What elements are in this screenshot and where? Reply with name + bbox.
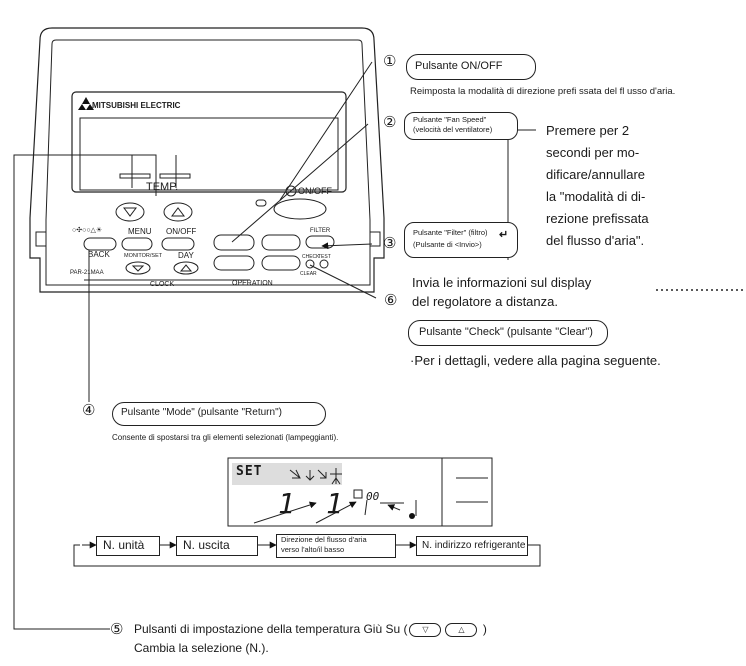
flow-box-unit: N. unità [96, 536, 160, 556]
mode-button[interactable] [83, 237, 117, 251]
callout-1-box: Pulsante ON/OFF [406, 54, 536, 80]
temp-label: TEMP. [146, 181, 179, 193]
louver-icon [353, 489, 363, 499]
callout-5-desc-pre: Pulsanti di impostazione della temperatu… [134, 622, 408, 637]
test-label: TEST [318, 254, 331, 260]
lcd-set-label: SET [236, 464, 263, 479]
enter-arrow-icon: ↵ [499, 229, 509, 241]
callout-2-number: ② [383, 114, 397, 131]
bracket-text-line: la "modalità di di- [546, 189, 646, 204]
callout-6-desc: ·Per i dettagli, vedere alla pagina segu… [410, 353, 661, 368]
callout-2-line [231, 123, 369, 243]
callout-6-title: Pulsante "Check" (pulsante "Clear") [419, 326, 593, 338]
bracket-text: Premere per 2 secondi per mo- dificare/a… [546, 120, 742, 252]
brand-label: MITSUBISHI ELECTRIC [92, 101, 181, 110]
callout-2-title-line2: (velocità del ventilatore) [413, 125, 493, 134]
callout-4-number: ④ [82, 402, 96, 419]
callout-1-title: Pulsante ON/OFF [415, 60, 503, 72]
menu-label: MENU [128, 227, 152, 236]
callout-1-number: ① [383, 53, 397, 70]
flow-box-outlet: N. uscita [176, 536, 258, 556]
onoff-large-label: ON/OFF [298, 186, 332, 196]
filter-label: FILTER [310, 228, 331, 234]
monitor-label: MONITOR/SET [124, 253, 163, 259]
lcd-digit-unit: 1 [278, 487, 295, 520]
lcd-digit-address: 00 [366, 490, 380, 503]
test-button[interactable] [319, 259, 329, 269]
down-button-icon: ▽ [409, 623, 442, 637]
callout-3-line [321, 242, 373, 250]
flow-box-outlet-label: N. uscita [183, 538, 230, 552]
callout-2-title-line1: Pulsante "Fan Speed" [413, 115, 487, 124]
operation-lamp [255, 199, 267, 207]
callout-4-desc: Consente di spostarsi tra gli elementi s… [112, 433, 339, 442]
callout-1-line [279, 61, 373, 201]
callout-3-desc-line1: Invia le informazioni sul display [412, 275, 592, 290]
callout-5-desc-line2: Cambia la selezione (N.). [134, 641, 269, 655]
louver-button[interactable] [213, 255, 255, 271]
timer-onoff-button[interactable] [161, 237, 195, 251]
callout-6-line [309, 264, 377, 299]
operation-label: OPERATION [232, 280, 273, 287]
flow-box-refrigerant: N. indirizzo refrigerante [416, 536, 528, 556]
callout-2-box: Pulsante "Fan Speed" (velocità del venti… [404, 112, 518, 140]
temp-down-button[interactable] [115, 202, 145, 222]
monitor-down-button[interactable] [125, 261, 151, 275]
day-label: DAY [178, 251, 194, 260]
flow-box-direction-line1: Direzione del flusso d'aria [281, 535, 367, 544]
lcd-display [227, 457, 493, 527]
airflow-arrow-icon [289, 469, 301, 479]
filter-button[interactable] [305, 235, 335, 249]
clock-label: CLOCK [150, 281, 175, 288]
model-label: PAR-21MAA [70, 270, 104, 276]
callout-6-number: ⑥ [384, 292, 398, 309]
flow-loop-line [73, 544, 541, 567]
airflow-button[interactable] [261, 234, 301, 251]
callout-5-number: ⑤ [110, 621, 124, 638]
check-label: CHECK [302, 254, 320, 260]
temp-up-arrow-icon [171, 207, 185, 217]
back-label: BACK [88, 250, 110, 259]
up-button-icon: △ [445, 623, 478, 637]
bracket-text-line: Premere per 2 [546, 123, 630, 138]
remote-lcd-window [79, 117, 339, 191]
callout-4-box: Pulsante "Mode" (pulsante "Return") [112, 402, 326, 426]
clear-label: CLEAR [300, 271, 317, 277]
timer-onoff-label: ON/OFF [166, 227, 197, 236]
remote-controller [29, 27, 385, 293]
callout-3-box: Pulsante "Filter" (filtro) (Pulsante di … [404, 222, 518, 258]
callout-3-title-line2: (Pulsante di <Invio>) [413, 240, 482, 249]
lcd-digit-outlet: 1 [326, 487, 343, 520]
callout-5-desc-post: ) [482, 622, 487, 637]
bracket-text-line: rezione prefissata [546, 211, 649, 226]
callout-1-desc: Reimposta la modalità di direzione prefi… [410, 86, 676, 97]
flow-box-direction: Direzione del flusso d'aria verso l'alto… [276, 534, 396, 558]
callout-4-title: Pulsante "Mode" (pulsante "Return") [121, 407, 282, 418]
mode-icons-label: ○✣○○△☀ [72, 227, 103, 234]
callout-3-number: ③ [383, 235, 397, 252]
flow-box-unit-label: N. unità [103, 538, 145, 552]
temp-up-button[interactable] [163, 202, 193, 222]
menu-button[interactable] [121, 237, 153, 251]
bracket-text-line: del flusso d'aria". [546, 233, 645, 248]
callout-5-line [13, 154, 157, 630]
onoff-button-large[interactable] [273, 198, 327, 220]
bracket-text-line: secondi per mo- [546, 145, 640, 160]
callout-3-title-line1: Pulsante "Filter" (filtro) [413, 228, 488, 237]
fan-speed-button[interactable] [213, 234, 255, 251]
person-icon [330, 468, 342, 485]
day-up-button[interactable] [173, 261, 199, 275]
mitsubishi-logo-icon [78, 97, 94, 110]
bracket-text-line: dificare/annullare [546, 167, 646, 182]
ventilation-button[interactable] [261, 255, 301, 271]
flow-box-direction-line2: verso l'alto/il basso [281, 545, 345, 554]
callout-3-desc-line2: del regolatore a distanza. [412, 294, 558, 309]
callout-5-desc-line1: Pulsanti di impostazione della temperatu… [134, 622, 487, 637]
temp-down-arrow-icon [123, 207, 137, 217]
callout-6-box: Pulsante "Check" (pulsante "Clear") [408, 320, 608, 346]
flow-box-refrigerant-label: N. indirizzo refrigerante [422, 540, 526, 551]
